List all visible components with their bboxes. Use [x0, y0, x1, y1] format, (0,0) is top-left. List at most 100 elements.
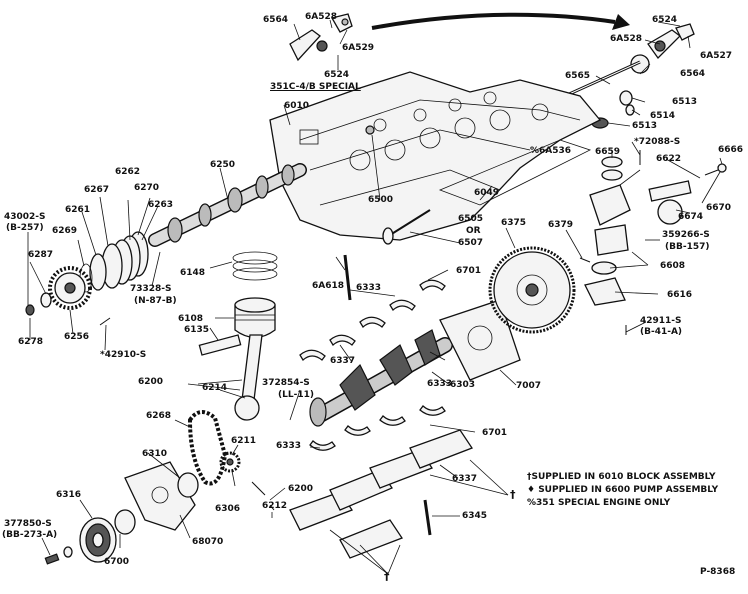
part-label: 6616 — [667, 290, 693, 300]
main-bearing-caps — [289, 429, 473, 559]
part-label: 6148 — [180, 268, 206, 278]
piston — [234, 297, 276, 339]
part-label: 6333 — [276, 441, 302, 451]
damper-bolt — [44, 546, 73, 565]
part-label: 6379 — [548, 220, 574, 230]
part-label: 6A618 — [312, 281, 345, 291]
part-label: 6701 — [482, 428, 508, 438]
part-label: 6345 — [462, 511, 488, 521]
part-label: 6A527 — [700, 51, 733, 61]
piston-pin — [198, 334, 242, 356]
part-label: (BB-157) — [665, 242, 710, 252]
part-label: 6211 — [231, 436, 257, 446]
part-label: 372854-S — [262, 378, 310, 388]
part-label: 6306 — [215, 504, 241, 514]
part-label: 6A528 — [610, 34, 643, 44]
part-label: 6701 — [456, 266, 482, 276]
cam-bolt-washers — [25, 292, 52, 316]
part-label: 6700 — [104, 557, 130, 567]
part-label: 6337 — [452, 474, 478, 484]
crankshaft — [309, 329, 453, 427]
curved-arrow — [371, 12, 630, 30]
part-label: (B-257) — [6, 223, 44, 233]
part-label: 6564 — [263, 15, 289, 25]
part-label: 6500 — [368, 195, 394, 205]
part-label: %6A536 — [530, 146, 572, 156]
oil-pump — [584, 150, 727, 335]
part-label: 6267 — [84, 185, 110, 195]
part-label: *72088-S — [634, 137, 681, 147]
part-label: (BB-273-A) — [2, 530, 58, 540]
legend-note-special: %351 SPECIAL ENGINE ONLY — [527, 498, 671, 508]
part-label: 6A528 — [305, 12, 338, 22]
part-label: 6622 — [656, 154, 682, 164]
small-bolts — [99, 257, 591, 511]
main-cap-bolt — [423, 499, 432, 536]
connecting-rod — [234, 334, 263, 421]
part-label: 6108 — [178, 314, 204, 324]
part-label: 6135 — [184, 325, 210, 335]
part-label: (LL-11) — [278, 390, 314, 400]
camshaft — [148, 163, 307, 247]
part-label: 6200 — [138, 377, 164, 387]
part-label: 43002-S — [4, 212, 46, 222]
part-label: 6337 — [330, 356, 356, 366]
dagger-mark: † — [510, 488, 516, 501]
upper-main-bearings — [299, 279, 446, 362]
part-label: 6507 — [458, 238, 484, 248]
crank-sprocket — [219, 451, 241, 473]
part-label: 6262 — [115, 167, 141, 177]
part-label: (N-87-B) — [134, 296, 177, 306]
part-label: 6212 — [262, 501, 288, 511]
part-label: 359266-S — [662, 230, 710, 240]
part-label: 6513 — [672, 97, 698, 107]
part-label: OR — [466, 226, 481, 236]
part-label: 6565 — [565, 71, 591, 81]
part-label: 6333 — [356, 283, 382, 293]
part-label: 6250 — [210, 160, 236, 170]
cam-rings — [79, 231, 149, 293]
part-label: 73328-S — [130, 284, 172, 294]
part-label: 6A529 — [342, 43, 375, 53]
part-label: 6269 — [52, 226, 78, 236]
rocker-arm-left — [289, 13, 353, 62]
crank-seal — [114, 472, 199, 535]
pump-drive-shaft — [343, 254, 352, 301]
part-label: 42911-S — [640, 316, 682, 326]
legend-note-pump: ♦ SUPPLIED IN 6600 PUMP ASSEMBLY — [527, 485, 719, 495]
part-label: 6505 — [458, 214, 484, 224]
part-label: 6268 — [146, 411, 172, 421]
valve — [382, 209, 431, 245]
part-label: 6524 — [652, 15, 678, 25]
part-label: 6659 — [595, 147, 621, 157]
part-label: (B-41-A) — [640, 327, 683, 337]
cylinder-block — [269, 71, 602, 241]
part-label: 6674 — [678, 212, 704, 222]
part-label: 6200 — [288, 484, 314, 494]
piston-rings — [232, 251, 278, 281]
part-label: 6513 — [632, 121, 658, 131]
figure-reference: P-8368 — [700, 567, 736, 577]
part-label: 6310 — [142, 449, 168, 459]
part-label: 6564 — [680, 69, 706, 79]
damper-pulley — [79, 517, 117, 563]
rear-plate — [439, 299, 521, 381]
part-label: 6214 — [202, 383, 228, 393]
legend-note-block: †SUPPLIED IN 6010 BLOCK ASSEMBLY — [527, 472, 716, 482]
part-label: 6524 — [324, 70, 350, 80]
part-label: 6333 — [427, 379, 453, 389]
part-label: 6514 — [650, 111, 676, 121]
part-label: 68070 — [192, 537, 224, 547]
part-label: 7007 — [516, 381, 542, 391]
part-label: 6303 — [450, 380, 476, 390]
part-label: 6263 — [148, 200, 174, 210]
part-label: 6670 — [706, 203, 732, 213]
rocker-arm-right — [630, 23, 695, 74]
part-label: 6316 — [56, 490, 82, 500]
part-label: 6261 — [65, 205, 91, 215]
part-label: 377850-S — [4, 519, 52, 529]
dagger-mark: † — [384, 570, 390, 583]
part-label: 6608 — [660, 261, 686, 271]
